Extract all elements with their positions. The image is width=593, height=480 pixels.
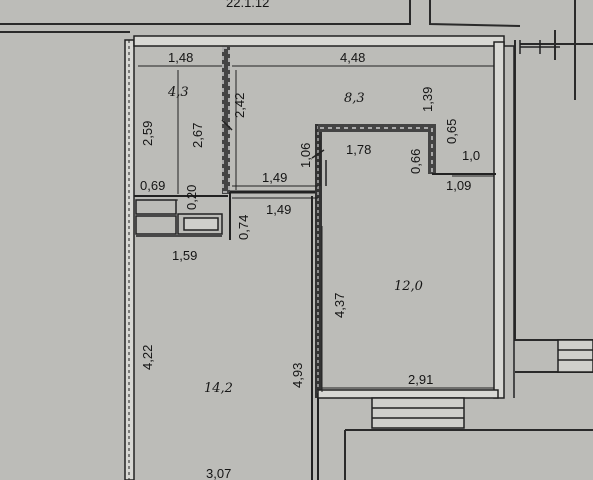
dim-bath-inner: 2,67 xyxy=(190,123,205,148)
dim-niche-109: 1,09 xyxy=(446,178,471,193)
shelves xyxy=(135,199,223,237)
area-bathroom: 4,3 xyxy=(167,85,189,100)
dim-kitchen-w: 4,48 xyxy=(340,50,365,65)
dim-corridor-149b: 1,49 xyxy=(266,202,291,217)
top-label: 22.1.12 xyxy=(226,0,269,10)
dim-living-mid: 4,93 xyxy=(290,363,305,388)
dim-living-left: 4,22 xyxy=(140,345,155,370)
area-room: 12,0 xyxy=(394,279,423,294)
wall-top xyxy=(133,35,505,47)
dim-bottom-159: 1,59 xyxy=(172,248,197,263)
living-walls xyxy=(311,196,319,480)
dim-room-w: 2,91 xyxy=(408,372,433,387)
balcony-bottom xyxy=(371,397,465,429)
dim-niche-066: 0,66 xyxy=(408,149,423,174)
dim-room-h: 4,37 xyxy=(332,293,347,318)
dim-room-top: 1,78 xyxy=(346,142,371,157)
dim-living-bottom: 3,07 xyxy=(206,466,231,480)
room-walls xyxy=(315,124,499,399)
dim-bath-top: 1,48 xyxy=(168,50,193,65)
dim-kitchen-h: 1,39 xyxy=(420,87,435,112)
wall-right xyxy=(493,41,505,399)
dim-niche-10: 1,0 xyxy=(462,148,480,163)
dim-bath-right: 2,42 xyxy=(232,93,247,118)
dim-step-106: 1,06 xyxy=(298,143,313,168)
balcony-right xyxy=(557,339,593,373)
area-kitchen: 8,3 xyxy=(344,91,365,106)
corridor-wall xyxy=(229,190,318,240)
dim-gap-074: 0,74 xyxy=(236,215,251,240)
dim-corridor-149a: 1,49 xyxy=(262,170,287,185)
doors xyxy=(221,119,327,186)
dim-niche-065: 0,65 xyxy=(444,119,459,144)
area-living: 14,2 xyxy=(204,381,233,396)
dim-bath-outer: 2,59 xyxy=(140,121,155,146)
dimension-lines xyxy=(138,65,494,392)
dim-small-h: 0,20 xyxy=(184,185,199,210)
window-top-right xyxy=(519,40,560,54)
dim-small-w: 0,69 xyxy=(140,178,165,193)
